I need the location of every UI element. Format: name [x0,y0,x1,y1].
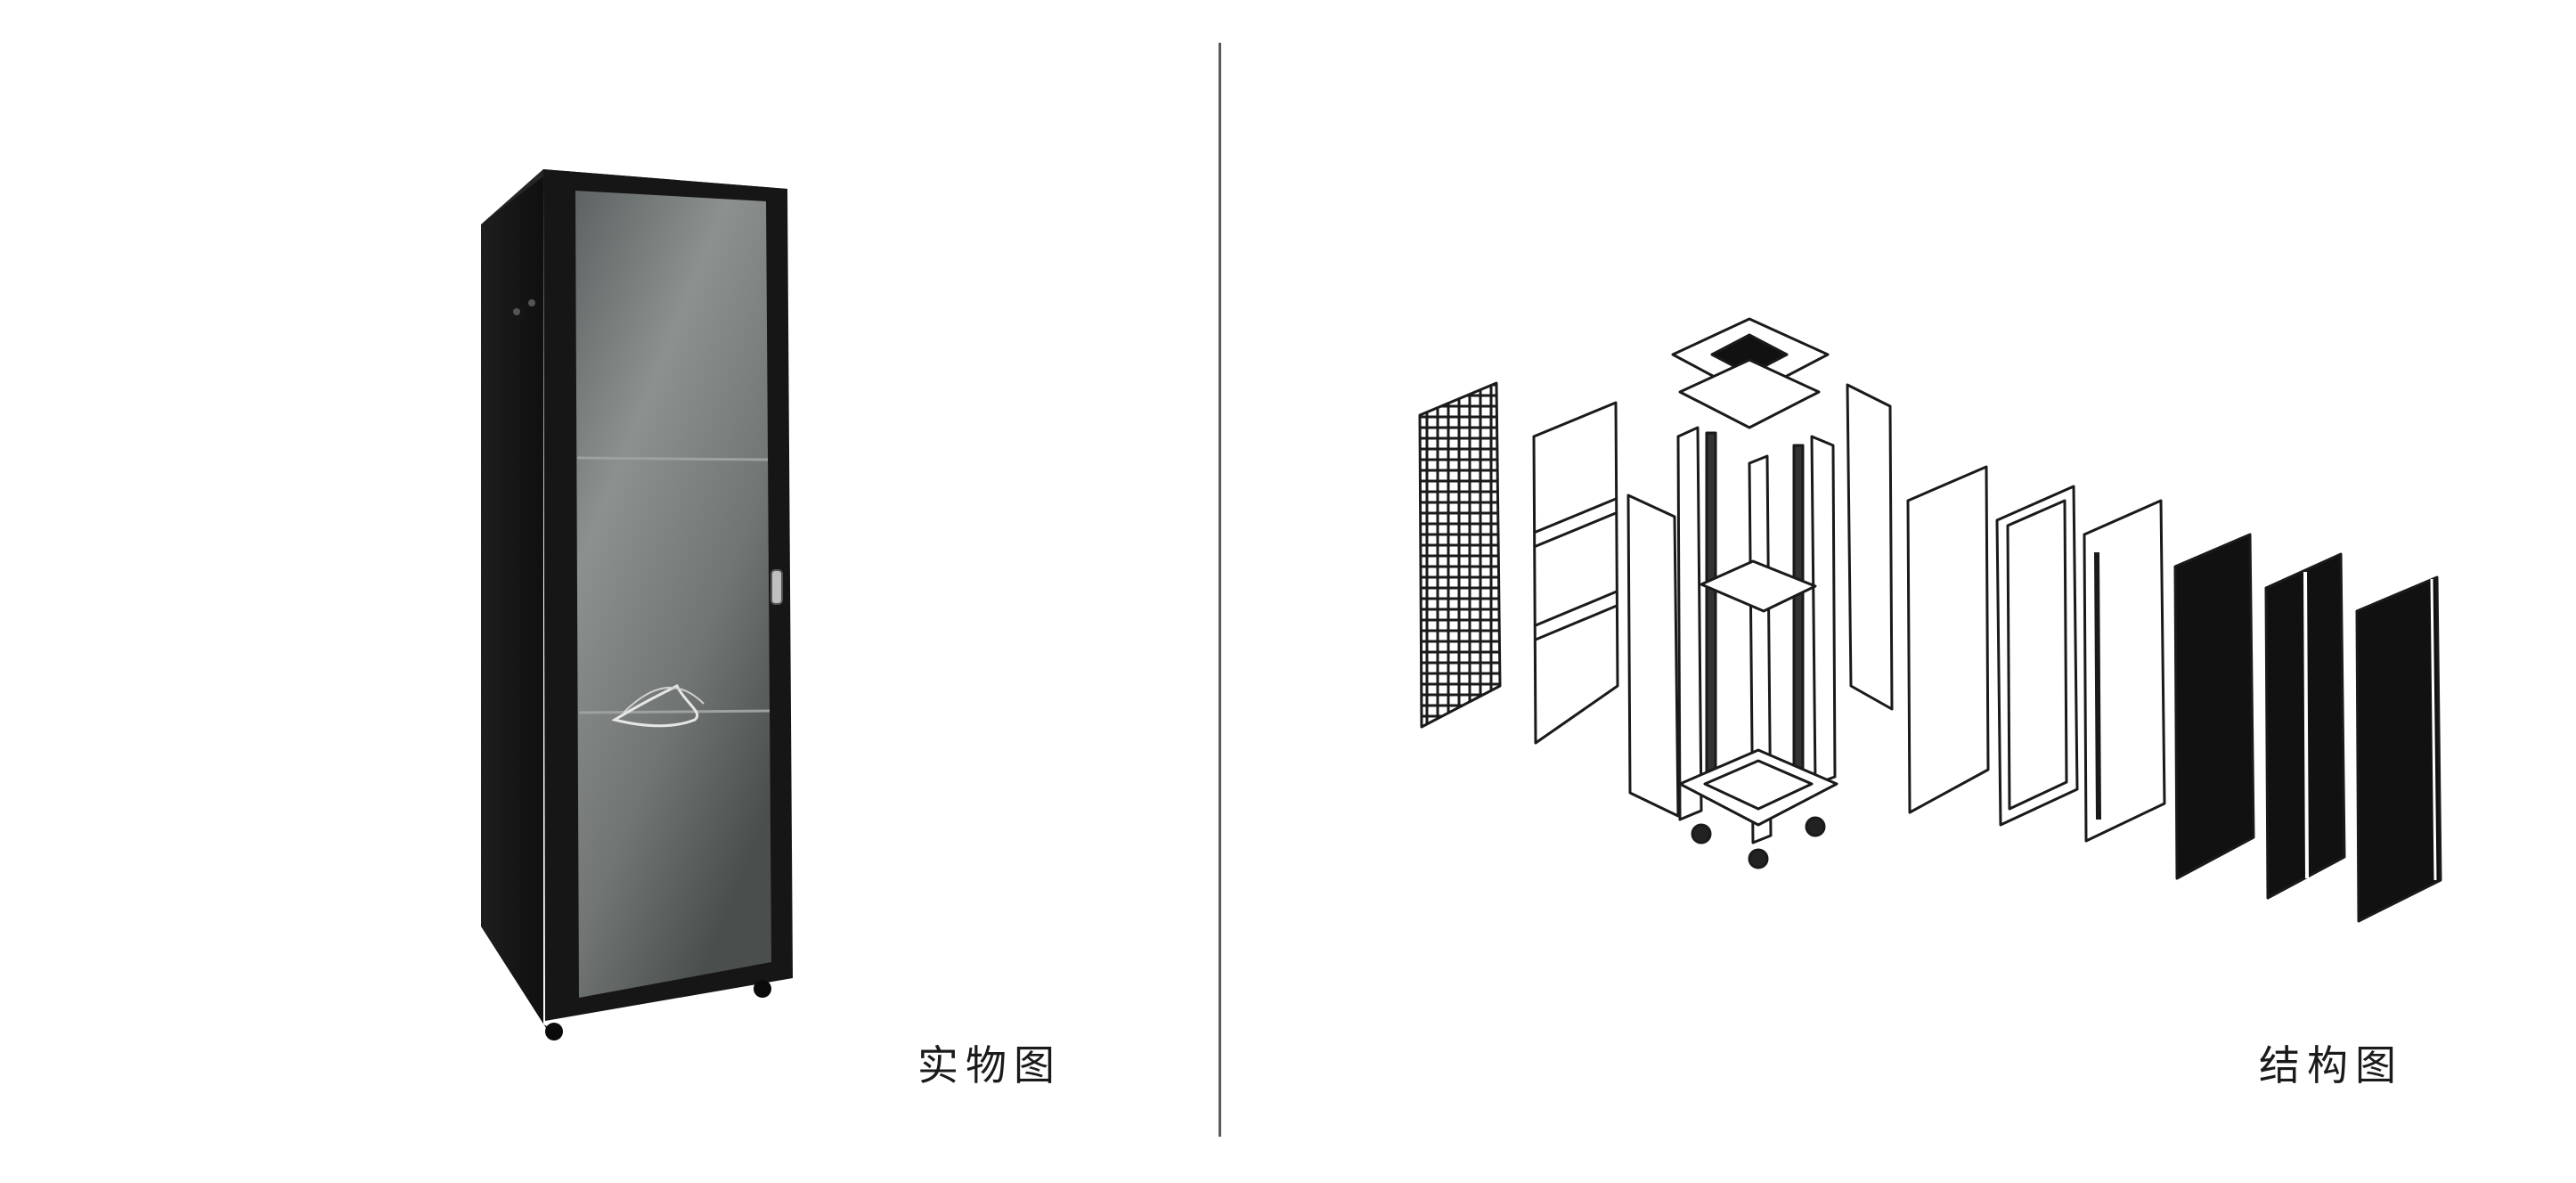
sectioned-side-panel [1532,401,1619,745]
cable-bundle [623,687,705,714]
caster-wheel-icon [545,1023,563,1040]
mesh-door-panel [1418,381,1502,729]
cabinet-photo [481,169,793,1040]
rack-frame-left-post [1676,426,1703,821]
exploded-structure-diagram [1418,317,2442,923]
cabinet-side-panel [481,169,554,1040]
curved-black-door [2355,575,2442,923]
door-handle-icon [770,569,783,605]
panel-divider-line [1535,590,1618,627]
mounting-rail [1792,444,1805,786]
caster-wheel-icon [1748,848,1769,869]
cable-bundle [611,683,698,728]
photo-panel: 实物图 [0,0,1219,1183]
black-solid-door [2173,533,2255,880]
narrow-side-panel [1846,383,1894,711]
panel-divider-line [1535,604,1618,641]
caster-wheel-icon [1805,816,1826,837]
panel-divider-line [1533,511,1617,549]
rack-shelf [1700,559,1817,613]
caster-wheel-icon [754,980,771,998]
door-handle-bar [2094,551,2101,820]
shelf-line [576,456,769,461]
plain-side-panel [1626,494,1680,818]
mounting-rail [1705,431,1717,800]
rack-frame-front-post [1748,454,1773,844]
panel-divider-line [1533,497,1617,534]
structure-panel: 结构图 [1224,0,2576,1183]
caption-structure: 结构图 [2259,1041,2403,1089]
caption-photo: 实物图 [917,1041,1062,1089]
plain-front-door [1906,465,1990,814]
caster-wheel-icon [1691,823,1712,844]
top-frame-plate [1678,358,1821,429]
screw-icon [513,308,520,315]
glass-door [575,191,771,998]
rack-base-inner [1703,759,1814,811]
screw-icon [528,299,535,306]
shelf-line [578,709,770,714]
glass-door-panel [2083,499,2166,843]
divider [1219,43,1221,1137]
door-split-line [2303,571,2309,879]
door-frame-edge [2430,578,2437,881]
glass-door-inner [2006,499,2068,811]
rack-frame-right-post [1810,435,1837,786]
